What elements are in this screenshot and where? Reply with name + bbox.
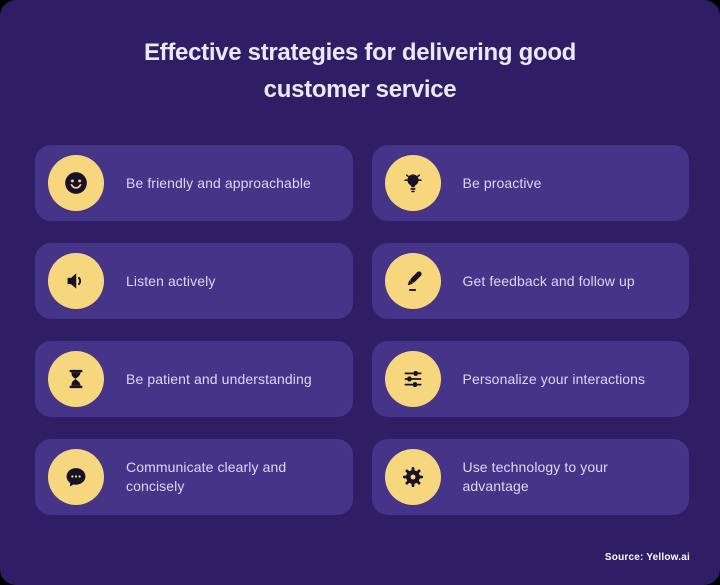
strategy-card-feedback: Get feedback and follow up [371,243,689,319]
strategy-label: Use technology to your advantage [462,459,608,494]
strategy-card-listen: Listen actively [35,243,353,319]
smiley-icon [65,172,87,194]
hourglass-icon [69,369,83,389]
strategy-label: Listen actively [126,272,216,289]
strategy-label: Be patient and understanding [126,370,312,387]
icon-circle [384,155,441,211]
icon-circle [48,155,104,211]
strategy-card-technology: Use technology to your advantage [371,439,689,515]
lightbulb-icon [403,174,422,193]
strategy-card-communicate: Communicate clearly and concisely [35,439,353,515]
icon-circle [48,253,104,309]
strategy-label: Personalize your interactions [462,370,646,387]
gear-icon [402,466,423,488]
icon-circle [48,449,104,505]
chat-bubble-icon [66,468,86,487]
page-title-line1: Effective strategies for delivering good [143,39,577,66]
strategy-label: Communicate clearly and concisely [126,459,287,494]
strategy-label: Be proactive [462,174,542,191]
strategy-card-friendly: Be friendly and approachable [35,145,353,221]
strategy-card-proactive: Be proactive [371,145,689,221]
speaker-icon [67,273,82,289]
icon-circle [48,351,104,407]
source-label: Source: Yellow.ai [604,552,690,563]
strategy-label: Be friendly and approachable [126,174,311,191]
icon-circle [384,253,441,309]
strategy-grid: Be friendly and approachable Be proactiv… [35,145,689,515]
page-title: Effective strategies for delivering good… [40,34,680,108]
sliders-icon [404,370,421,388]
icon-circle [384,351,441,407]
strategy-card-personalize: Personalize your interactions [371,341,689,417]
strategy-card-patient: Be patient and understanding [35,341,353,417]
icon-circle [384,449,441,505]
pencil-icon [407,271,422,291]
page-title-line2: customer service [263,76,457,103]
strategy-label: Get feedback and follow up [462,272,635,289]
